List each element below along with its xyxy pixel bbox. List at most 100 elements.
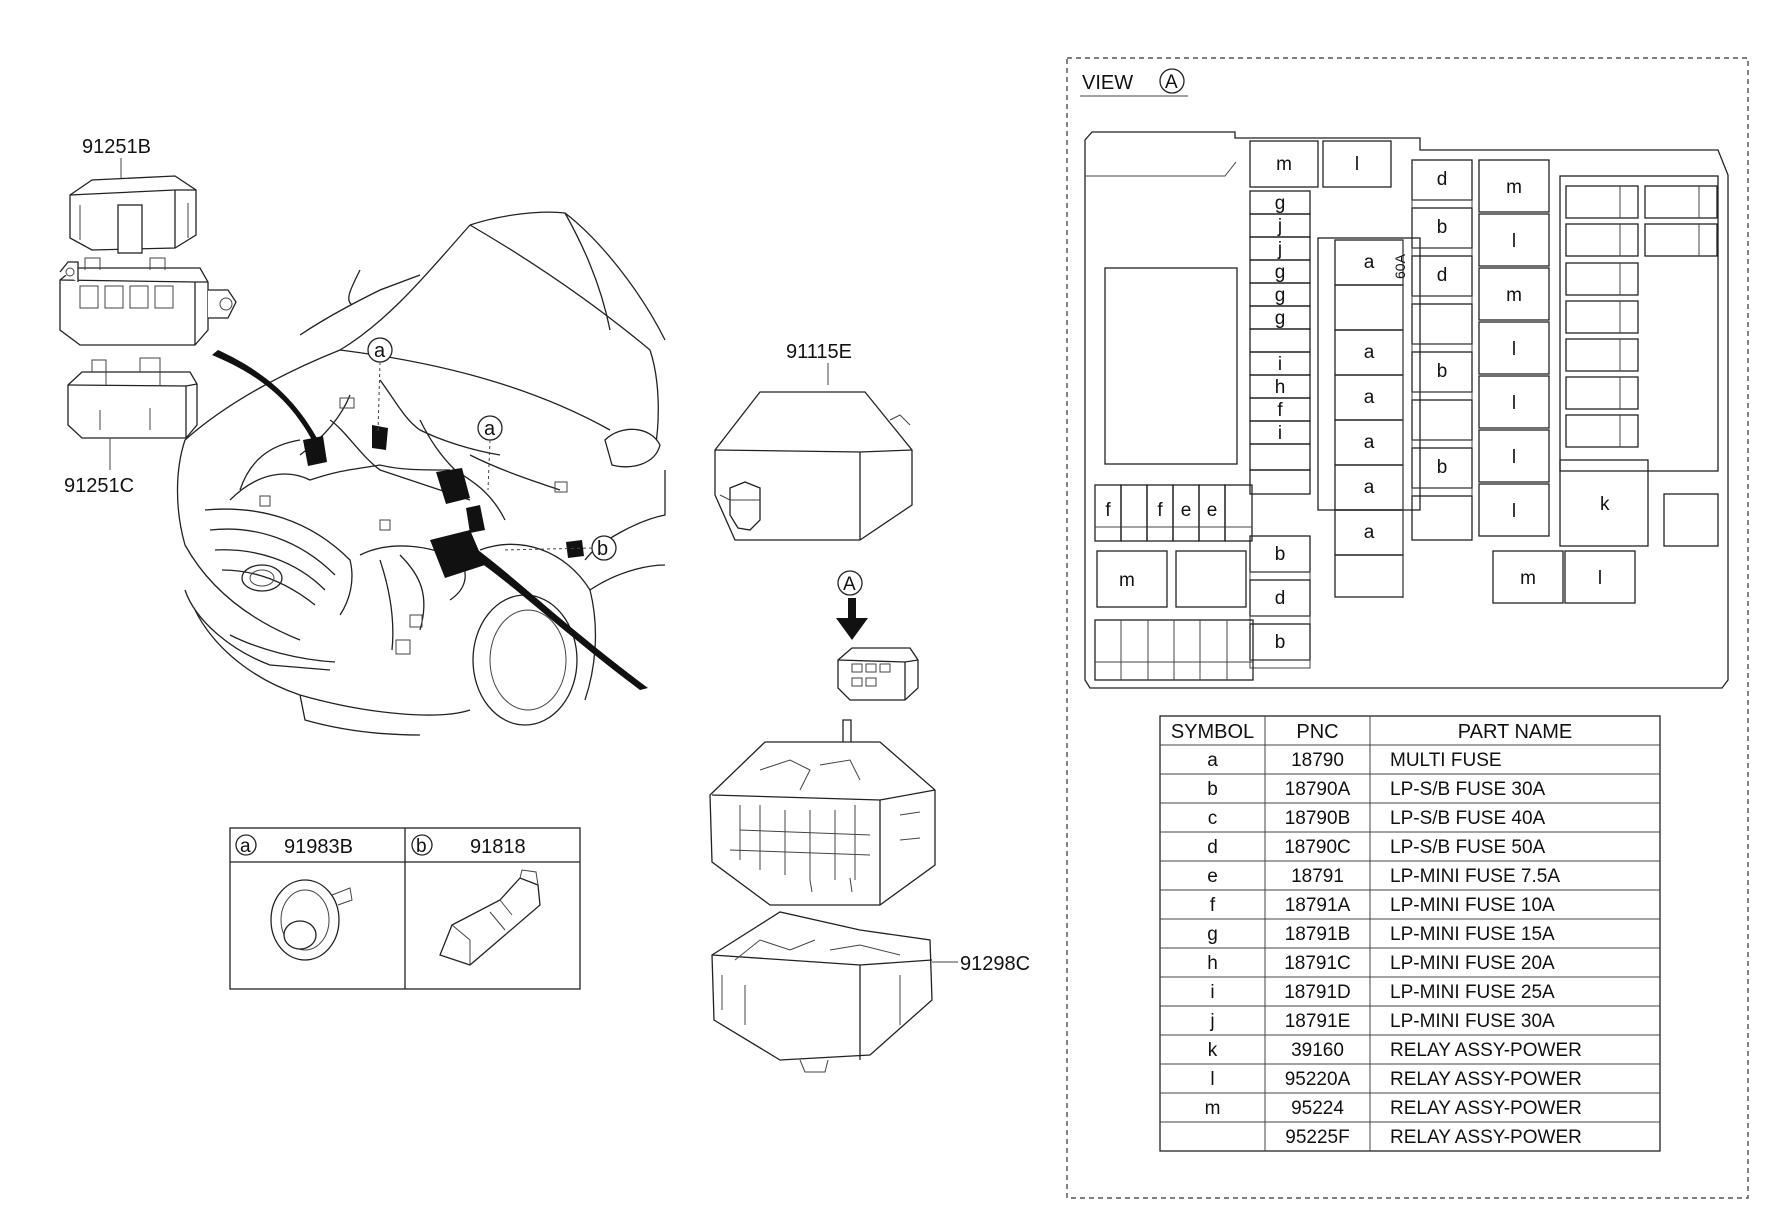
part-label-upper-cover: 91115E: [786, 341, 852, 363]
fuse-box-body-drawing: [709, 719, 936, 906]
table-cell-part-name: LP-MINI FUSE 10A: [1390, 895, 1555, 916]
mini-fuse-label: g: [1275, 193, 1286, 214]
table-cell-pnc: 18791A: [1285, 895, 1351, 916]
mini-fuse-label: e: [1207, 500, 1218, 521]
bottom-left-fuse-grid: [1094, 619, 1254, 681]
legend-symbol-a: a: [240, 836, 251, 857]
mini-fuse-label: f: [1277, 400, 1283, 421]
callout-b: b: [501, 535, 617, 561]
table-cell-symbol: b: [1207, 779, 1218, 800]
relay-cell: [1478, 483, 1550, 537]
table-cell-symbol: m: [1205, 1098, 1221, 1119]
table-cell-pnc: 95224: [1291, 1098, 1344, 1119]
callout-b-label: b: [597, 538, 608, 560]
relay-label: l: [1512, 231, 1516, 252]
table-cell-pnc: 18791D: [1284, 982, 1351, 1003]
table-cell-pnc: 18791B: [1285, 924, 1351, 945]
callout-a-2: a: [477, 415, 503, 491]
relay-cell: [1478, 159, 1550, 213]
table-header: SYMBOL: [1171, 721, 1254, 743]
slow-blow-label: b: [1275, 544, 1286, 565]
table-cell-pnc: 18791E: [1285, 1011, 1351, 1032]
callout-a-label: a: [484, 418, 496, 440]
table-cell-pnc: 18790C: [1284, 837, 1351, 858]
mini-fuse-label: e: [1181, 500, 1192, 521]
relay-label: l: [1355, 154, 1359, 175]
fuse-cover-group: 91251B: [59, 136, 237, 497]
callout-a-1: a: [367, 337, 393, 433]
multi-fuse-label: a: [1364, 387, 1375, 408]
mini-fuse-label: g: [1275, 308, 1286, 329]
fuse-cover-drawing: [69, 175, 197, 254]
view-arrow-label: A: [843, 574, 856, 595]
multi-fuse-label: a: [1364, 432, 1375, 453]
fuse-box-drawing: [59, 257, 237, 346]
mini-fuse-label: i: [1278, 354, 1282, 375]
relay-cell: [1478, 267, 1550, 321]
relay-block-drawing: [837, 647, 919, 701]
table-cell-symbol: h: [1207, 953, 1218, 974]
multi-fuse-label: a: [1364, 252, 1375, 273]
multi-fuse-cell: [1334, 284, 1404, 331]
table-header: PART NAME: [1458, 721, 1572, 743]
relay-label: l: [1598, 568, 1602, 589]
multi-fuse-label: a: [1364, 522, 1375, 543]
table-cell-part-name: LP-S/B FUSE 50A: [1390, 837, 1546, 858]
slow-blow-label: b: [1275, 632, 1286, 653]
callout-a-label: a: [374, 340, 386, 362]
slow-blow-label: d: [1437, 169, 1448, 190]
slow-blow-label: b: [1437, 217, 1448, 238]
mini-fuse-label: j: [1277, 239, 1282, 260]
slow-blow-label: d: [1437, 265, 1448, 286]
relay-label: m: [1520, 568, 1536, 589]
relay-cell: [1478, 213, 1550, 267]
table-cell-pnc: 18790B: [1285, 808, 1351, 829]
mini-fuse-cell: [1249, 328, 1311, 353]
table-cell-part-name: LP-S/B FUSE 30A: [1390, 779, 1546, 800]
multi-fuse-label: a: [1364, 342, 1375, 363]
table-cell-part-name: LP-MINI FUSE 7.5A: [1390, 866, 1560, 887]
slow-blow-cell: [1411, 303, 1473, 345]
table-cell-symbol: i: [1210, 982, 1214, 1003]
relay-label: m: [1276, 154, 1292, 175]
table-cell-symbol: c: [1208, 808, 1218, 829]
table-cell-symbol: l: [1210, 1069, 1214, 1090]
table-cell-symbol: j: [1209, 1011, 1214, 1032]
table-cell-symbol: a: [1207, 750, 1218, 771]
mini-fuse-label: f: [1157, 500, 1163, 521]
relay-label: l: [1512, 447, 1516, 468]
table-cell-pnc: 18790: [1291, 750, 1344, 771]
table-cell-part-name: LP-S/B FUSE 40A: [1390, 808, 1546, 829]
table-cell-part-name: RELAY ASSY-POWER: [1390, 1069, 1582, 1090]
clip-drawing: [439, 869, 541, 966]
relay-label: m: [1506, 285, 1522, 306]
table-cell-symbol: d: [1207, 837, 1218, 858]
mini-fuse-label: h: [1275, 377, 1286, 398]
table-cell-part-name: LP-MINI FUSE 30A: [1390, 1011, 1555, 1032]
table-cell-symbol: e: [1207, 866, 1218, 887]
relay-cell: [1564, 550, 1636, 604]
table-cell-pnc: 95225F: [1285, 1127, 1349, 1148]
part-label-fuse-cover: 91251B: [82, 136, 151, 158]
relay-module-blank: [1104, 267, 1238, 465]
mini-fuse-label: f: [1105, 500, 1111, 521]
legend-pnc-b: 91818: [470, 836, 526, 858]
mini-fuse-label: j: [1277, 216, 1282, 237]
multi-fuse-label: a: [1364, 477, 1375, 498]
table-cell-pnc: 39160: [1291, 1040, 1344, 1061]
table-cell-part-name: MULTI FUSE: [1390, 750, 1502, 771]
mini-fuse-label: g: [1275, 262, 1286, 283]
table-cell-part-name: LP-MINI FUSE 20A: [1390, 953, 1555, 974]
table-cell-pnc: 95220A: [1285, 1069, 1351, 1090]
fuse-k: k: [1600, 494, 1610, 515]
table-cell-pnc: 18790A: [1285, 779, 1351, 800]
relay-cell: [1478, 321, 1550, 375]
table-cell-symbol: k: [1208, 1040, 1218, 1061]
table-cell-symbol: f: [1210, 895, 1216, 916]
